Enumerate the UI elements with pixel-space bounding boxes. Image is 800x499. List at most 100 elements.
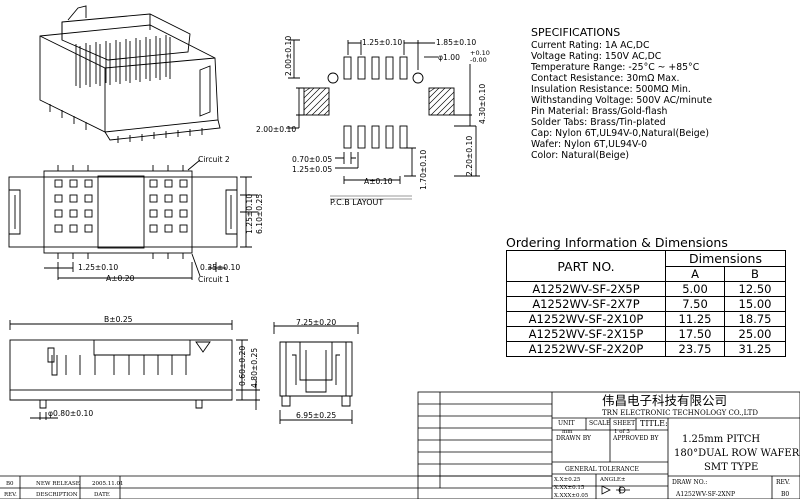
top-height-outer-dim: 6.10±0.25 — [255, 194, 264, 234]
scale-label: SCALE — [589, 420, 610, 427]
table-row: A1252WV-SF-2X10P 11.25 18.75 — [506, 311, 786, 327]
column-a-header: A — [665, 266, 725, 282]
column-b-header: B — [724, 266, 786, 282]
revision-row-date: 2005.11.01 — [92, 481, 124, 487]
top-side-pin-dim: 0.35±0.10 — [200, 263, 240, 272]
spec-line: Solder Tabs: Brass/Tin-plated — [531, 117, 666, 128]
spec-line: Withstanding Voltage: 500V AC/minute — [531, 95, 713, 106]
sheet-label: SHEET — [613, 420, 635, 427]
pcb-hole-tol-minus: -0.00 — [470, 56, 487, 64]
revision-header-date: DATE — [94, 492, 110, 498]
dim-a-cell: 17.50 — [665, 326, 725, 342]
revision-header-description: DESCRIPTION — [36, 492, 78, 498]
specifications-title: SPECIFICATIONS — [531, 26, 621, 39]
title-block-grid — [0, 391, 800, 499]
pcb-layout-title: P.C.B LAYOUT — [330, 198, 383, 207]
pcb-row-dim: 1.70±0.10 — [419, 150, 428, 190]
dimensions-header: Dimensions — [665, 250, 786, 267]
circuit-2-label: Circuit 2 — [198, 155, 230, 164]
pcb-pad-pitch-dim: 1.25±0.05 — [292, 165, 332, 174]
table-row: A1252WV-SF-2X5P 5.00 12.50 — [506, 281, 786, 297]
part-number-cell: A1252WV-SF-2X10P — [506, 311, 666, 327]
pcb-pitch-dim: 1.25±0.10 — [362, 38, 402, 47]
ordering-title: Ordering Information & Dimensions — [506, 235, 728, 250]
pcb-layout-view — [286, 39, 480, 200]
unit-value: mm — [562, 429, 573, 435]
side-top-dim: 7.25±0.20 — [296, 318, 336, 327]
pcb-hole-dim: φ1.00 — [438, 53, 460, 62]
title-line-1: 1.25mm PITCH — [682, 434, 760, 445]
table-row: A1252WV-SF-2X20P 23.75 31.25 — [506, 341, 786, 357]
spec-line: Voltage Rating: 150V AC,DC — [531, 51, 662, 62]
title-line-3: SMT TYPE — [704, 462, 758, 473]
spec-line: Cap: Nylon 6T,UL94V-0,Natural(Beige) — [531, 128, 710, 139]
tolerance-3: X.XXX±0.05 — [554, 493, 589, 499]
top-height-inner-dim: 1.25±0.10 — [245, 194, 254, 234]
spec-line: Current Rating: 1A AC,DC — [531, 40, 650, 51]
side-bottom-dim: 6.95±0.25 — [296, 411, 336, 420]
spec-line: Temperature Range: -25°C ~ +85°C — [531, 62, 700, 73]
dim-b-cell: 25.00 — [724, 326, 786, 342]
tolerance-1: X.X±0.25 — [554, 477, 581, 483]
dim-a-cell: 23.75 — [665, 341, 725, 357]
rev-value: B0 — [781, 491, 789, 498]
table-row: A1252WV-SF-2X15P 17.50 25.00 — [506, 326, 786, 342]
front-peg-dim: φ0.80±0.10 — [48, 409, 93, 418]
approved-by-label: APPROVED BY — [612, 435, 659, 442]
dim-a-cell: 5.00 — [665, 281, 725, 297]
top-view — [8, 159, 258, 280]
front-small-height-dim: 0.60±0.20 — [238, 346, 247, 386]
company-en-name: TRN ELECTRONIC TECHNOLOGY CO.,LTD — [602, 409, 758, 417]
spec-line: Insulation Resistance: 500MΩ Min. — [531, 84, 691, 95]
sheet-value: 1 of 3 — [614, 429, 630, 435]
pcb-a-dim: A±0.10 — [364, 177, 393, 186]
dim-b-cell: 15.00 — [724, 296, 786, 312]
draw-no-label: DRAW NO.: — [672, 479, 707, 486]
part-number-cell: A1252WV-SF-2X20P — [506, 341, 666, 357]
top-a-dim: A±0.20 — [106, 274, 135, 283]
pcb-right-dim-1: 4.30±0.10 — [478, 84, 487, 124]
spec-line: Pin Material: Brass/Gold-flash — [531, 106, 668, 117]
title-label: TITLE: — [640, 419, 668, 428]
isometric-view — [39, 5, 221, 143]
title-line-2: 180°DUAL ROW WAFER- — [674, 448, 800, 459]
dim-a-cell: 7.50 — [665, 296, 725, 312]
part-no-header: PART NO. — [506, 250, 666, 282]
rev-label: REV. — [776, 479, 790, 486]
table-row: A1252WV-SF-2X7P 7.50 15.00 — [506, 296, 786, 312]
ordering-table: PART NO. Dimensions A B A1252WV-SF-2X5P … — [506, 250, 786, 357]
tolerance-2: X.XX±0.15 — [554, 485, 585, 491]
pcb-right-dim-2: 2.20±0.10 — [465, 136, 474, 176]
top-pitch-dim: 1.25±0.10 — [78, 263, 118, 272]
spec-line: Wafer: Nylon 6T,UL94V-0 — [531, 139, 648, 150]
revision-header-rev: REV. — [4, 492, 17, 498]
front-total-height-dim: 4.80±0.25 — [250, 348, 259, 388]
part-number-cell: A1252WV-SF-2X5P — [506, 281, 666, 297]
side-view — [273, 322, 359, 424]
pcb-pad-dim: 2.00±0.10 — [256, 125, 296, 134]
angle-label: ANGLE± — [599, 477, 626, 483]
dim-b-cell: 31.25 — [724, 341, 786, 357]
pcb-hole-tol-plus: +0.10 — [470, 49, 490, 57]
dim-b-cell: 18.75 — [724, 311, 786, 327]
drawn-by-label: DRAWN BY — [556, 435, 592, 442]
pcb-left-height-dim: 2.00±0.10 — [284, 36, 293, 76]
unit-label: UNIT — [558, 420, 575, 427]
draw-no-value: A1252WV-SF-2XNP — [675, 491, 735, 498]
revision-row-rev: B0 — [6, 481, 14, 487]
pcb-pad-width-dim: 0.70±0.05 — [292, 155, 332, 164]
part-number-cell: A1252WV-SF-2X7P — [506, 296, 666, 312]
spec-line: Contact Resistance: 30mΩ Max. — [531, 73, 680, 84]
spec-line: Color: Natural(Beige) — [531, 150, 630, 161]
circuit-1-label: Circuit 1 — [198, 275, 230, 284]
part-number-cell: A1252WV-SF-2X15P — [506, 326, 666, 342]
front-view — [9, 320, 260, 420]
general-tolerance-label: GENERAL TOLERANCE — [565, 466, 639, 473]
company-cn-name: 伟昌电子科技有限公司 — [602, 393, 727, 408]
revision-row-description: NEW RELEASE — [36, 481, 80, 487]
dim-b-cell: 12.50 — [724, 281, 786, 297]
front-b-dim: B±0.25 — [104, 315, 133, 324]
dim-a-cell: 11.25 — [665, 311, 725, 327]
pcb-edge-dim: 1.85±0.10 — [436, 38, 476, 47]
